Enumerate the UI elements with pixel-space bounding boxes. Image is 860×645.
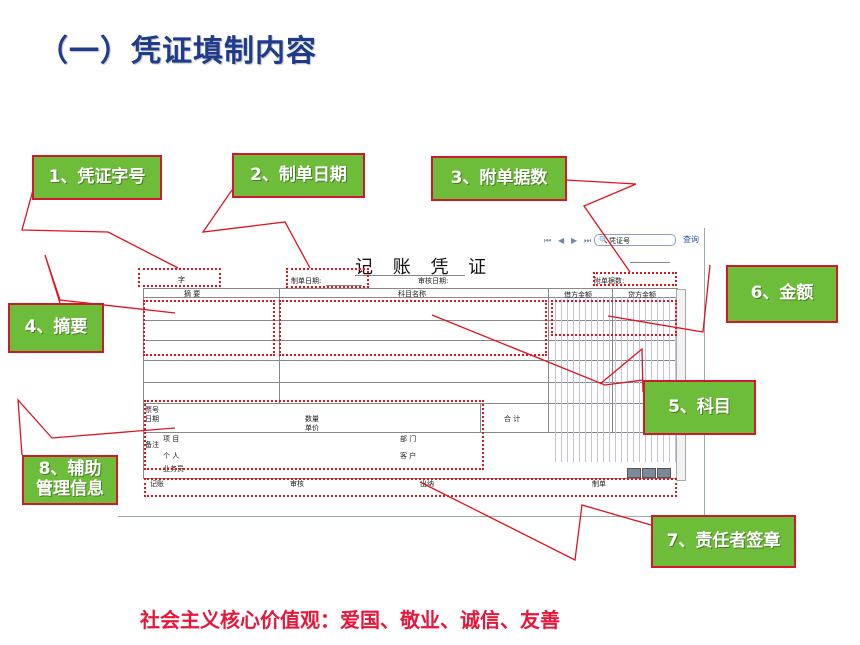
ticket-no-label: 票号 [145, 406, 159, 414]
callout-summary: 4、摘要 [8, 303, 104, 353]
col-line [480, 403, 481, 432]
row-line [143, 432, 678, 433]
row-line [143, 320, 678, 321]
unit-price-label: 单价 [305, 424, 319, 432]
nav-last-icon[interactable]: ⏭ [584, 236, 592, 245]
maker-label: 制单 [592, 480, 606, 488]
highlight-summary [143, 300, 275, 356]
cashier-label: 出纳 [420, 480, 434, 488]
customer-label: 客 户 [400, 452, 417, 460]
row-line [143, 403, 678, 404]
voucher-search-input[interactable]: 🔍 凭证号 [594, 234, 676, 246]
highlight-amount [551, 300, 677, 336]
highlight-attach-count [593, 272, 677, 286]
header-line [143, 297, 678, 298]
project-label: 项 目 [163, 435, 180, 443]
quantity-label: 数量 [305, 415, 319, 423]
highlight-make-date [286, 268, 369, 288]
nav-first-icon[interactable]: ⏮ [544, 236, 552, 245]
nav-next-icon[interactable]: ▶ [571, 236, 578, 245]
audit-date-label: 审核日期: [418, 277, 449, 285]
row-line [143, 340, 678, 341]
callout-amount: 6、金额 [726, 265, 838, 323]
callout-account: 5、科目 [643, 380, 756, 435]
col-line [548, 288, 549, 432]
highlight-account [279, 300, 547, 356]
col-summary-header: 摘 要 [184, 290, 201, 298]
toolbar-icon[interactable] [642, 468, 656, 478]
toolbar-icon[interactable] [627, 468, 641, 478]
col-line [143, 288, 144, 478]
callout-signatures: 7、责任者签章 [651, 515, 796, 568]
row-line [143, 360, 678, 361]
title-underline [355, 275, 465, 276]
attach-count-label: 附单据数: [594, 277, 625, 285]
person-label: 个 人 [163, 452, 180, 460]
page-title: （一）凭证填制内容 [38, 34, 317, 69]
date-label: 日期 [145, 415, 159, 423]
make-date-field[interactable] [326, 285, 362, 286]
toolbar-icon[interactable] [657, 468, 671, 478]
callout-voucher-number: 1、凭证字号 [32, 155, 162, 200]
bookkeeper-label: 记账 [150, 480, 164, 488]
search-button[interactable]: 查询 [683, 235, 699, 244]
highlight-auxiliary-info [144, 400, 484, 470]
search-icon: 🔍 [599, 236, 608, 244]
nav-prev-icon[interactable]: ◀ [558, 236, 565, 245]
divider [630, 262, 670, 263]
col-credit-header: 贷方金额 [628, 291, 656, 299]
col-account-header: 科目名称 [398, 290, 426, 298]
total-label: 合 计 [504, 415, 521, 423]
highlight-voucher-number [138, 268, 221, 287]
callout-make-date: 2、制单日期 [232, 153, 365, 198]
auditor-label: 审核 [290, 480, 304, 488]
highlight-signatures [144, 478, 677, 497]
department-label: 部 门 [400, 435, 417, 443]
voucher-title: 记 账 凭 证 [355, 257, 494, 278]
col-debit-header: 借方金额 [564, 291, 592, 299]
remark-label: 备注 [145, 441, 159, 449]
make-date-label: 制单日期: [291, 277, 322, 285]
table-top-line [143, 288, 678, 289]
row-line [143, 382, 678, 383]
search-placeholder: 凭证号 [609, 237, 630, 245]
core-values-motto: 社会主义核心价值观：爱国、敬业、诚信、友善 [140, 608, 560, 632]
callout-attach-count: 3、附单据数 [431, 156, 567, 201]
callout-auxiliary-info: 8、辅助管理信息 [22, 455, 118, 505]
voucher-word-label: 字 [178, 276, 185, 284]
